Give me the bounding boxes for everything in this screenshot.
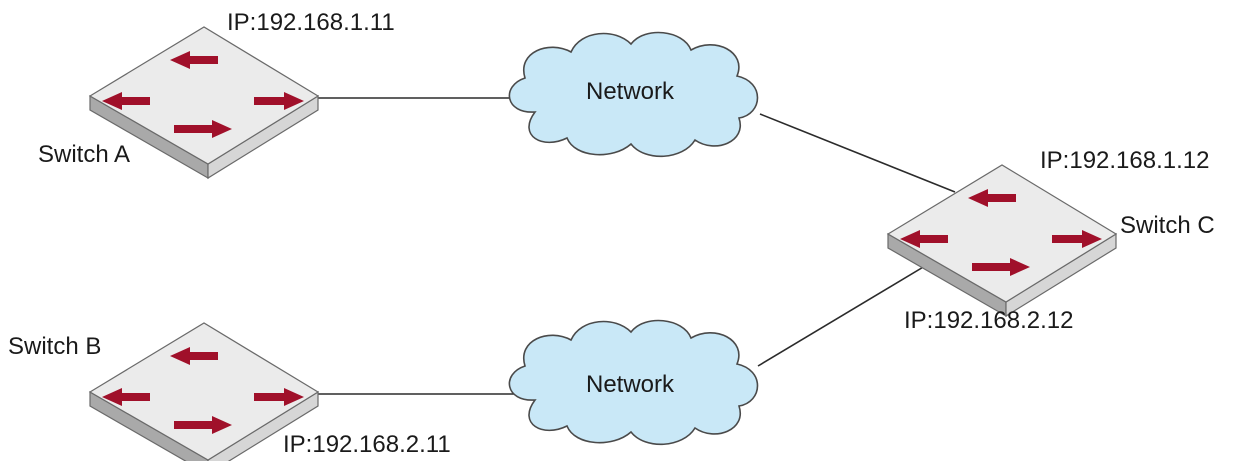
switch-c-ip-bottom: IP:192.168.2.12 xyxy=(904,307,1073,334)
switch-c-ip-top: IP:192.168.1.12 xyxy=(1040,147,1209,174)
switch-a-ip: IP:192.168.1.11 xyxy=(227,9,395,36)
switch-c-name: Switch C xyxy=(1120,212,1215,239)
link-switch-c-to-network-bottom xyxy=(757,256,941,367)
network-cloud-top[interactable]: Network xyxy=(508,31,759,158)
link-network-top-to-switch-c xyxy=(759,113,956,193)
switch-b-ip: IP:192.168.2.11 xyxy=(283,431,451,458)
network-switch-icon xyxy=(887,164,1117,317)
network-cloud-top-label: Network xyxy=(586,78,675,105)
switch-a-name: Switch A xyxy=(38,141,130,168)
switch-c[interactable] xyxy=(887,164,1117,317)
switch-b-name: Switch B xyxy=(8,333,101,360)
network-cloud-bottom[interactable]: Network xyxy=(508,319,759,446)
network-cloud-bottom-label: Network xyxy=(586,371,675,398)
